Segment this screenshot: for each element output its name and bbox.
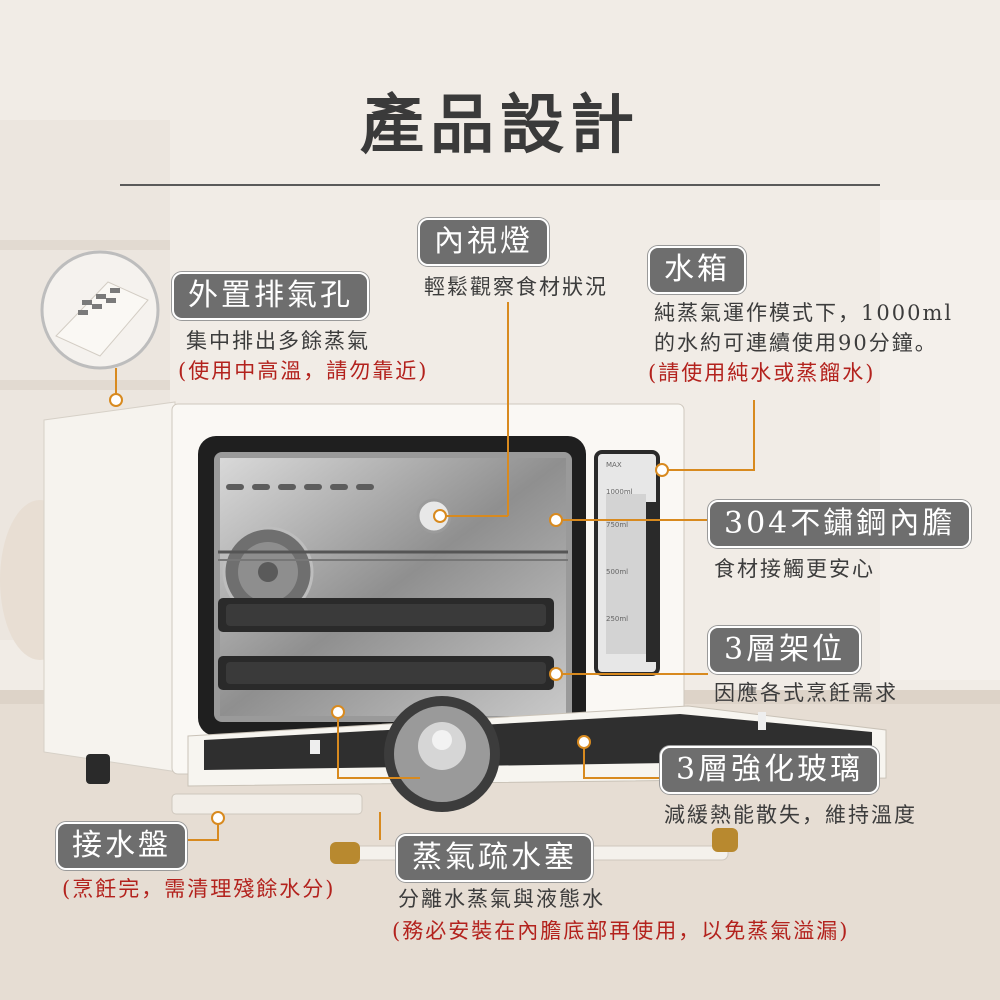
rack-levels-desc: 因應各式烹飪需求 (714, 681, 898, 705)
tempered-glass-label: 3層強化玻璃 (660, 746, 880, 794)
tempered-glass-desc: 減緩熱能散失，維持溫度 (664, 803, 917, 827)
water-tank-label: 水箱 (648, 246, 746, 294)
tank-mark-1000: 1000ml (606, 488, 633, 496)
water-tank-note: (請使用純水或蒸餾水) (648, 361, 876, 385)
steam-plug-label: 蒸氣疏水塞 (396, 834, 593, 882)
exhaust-vent-note: (使用中高溫，請勿靠近) (178, 359, 429, 383)
tank-mark-250: 250ml (606, 615, 629, 623)
tank-mark-max: MAX (606, 461, 622, 469)
water-tank-desc-1: 純蒸氣運作模式下，1000ml (654, 301, 954, 325)
exhaust-vent-desc: 集中排出多餘蒸氣 (186, 329, 370, 353)
tank-mark-500: 500ml (606, 568, 629, 576)
stainless-cavity-desc: 食材接觸更安心 (714, 557, 875, 581)
tank-mark-750: 750ml (606, 521, 629, 529)
interior-light-label: 內視燈 (418, 218, 549, 266)
rack-levels-label: 3層架位 (708, 626, 862, 674)
page-title: 產品設計 (360, 88, 640, 163)
tank-scale: MAX 1000ml 750ml 500ml 250ml (606, 462, 633, 623)
stainless-cavity-label: 304不鏽鋼內膽 (708, 500, 972, 548)
title-divider (120, 184, 880, 186)
exhaust-vent-label: 外置排氣孔 (172, 272, 369, 320)
interior-light-desc: 輕鬆觀察食材狀況 (424, 275, 608, 299)
drip-tray-note: (烹飪完，需清理殘餘水分) (62, 877, 336, 901)
water-tank-desc-2: 的水約可連續使用90分鐘。 (654, 331, 938, 355)
drip-tray-label: 接水盤 (56, 822, 187, 870)
steam-plug-desc: 分離水蒸氣與液態水 (398, 887, 605, 911)
steam-plug-note: (務必安裝在內膽底部再使用，以免蒸氣溢漏) (392, 919, 850, 943)
